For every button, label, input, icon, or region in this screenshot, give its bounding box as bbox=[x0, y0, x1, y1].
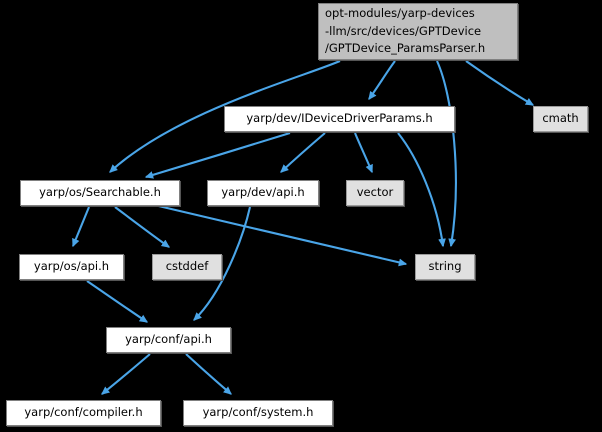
node-root-line-2: -llm/src/devices/GPTDevice bbox=[325, 23, 482, 38]
node-cmath-label: cmath bbox=[542, 111, 579, 126]
node-devapi-label: yarp/dev/api.h bbox=[221, 185, 305, 200]
node-system-label: yarp/conf/system.h bbox=[202, 405, 314, 420]
node-searchable[interactable]: yarp/os/Searchable.h bbox=[20, 180, 180, 206]
node-cmath[interactable]: cmath bbox=[533, 106, 588, 132]
edge-devapi-to-confapi bbox=[193, 206, 252, 321]
edge-confapi-to-system bbox=[185, 353, 232, 395]
edge-searchable-to-string bbox=[149, 202, 408, 267]
node-osapi-label: yarp/os/api.h bbox=[33, 259, 110, 274]
node-vector[interactable]: vector bbox=[346, 180, 404, 206]
edge-root-to-idevicedriverparams bbox=[368, 60, 396, 100]
node-compiler[interactable]: yarp/conf/compiler.h bbox=[6, 400, 161, 426]
node-idevicedriverparams[interactable]: yarp/dev/IDeviceDriverParams.h bbox=[224, 106, 455, 132]
node-cstddef-label: cstddef bbox=[165, 259, 209, 274]
node-idevicedriverparams-label: yarp/dev/IDeviceDriverParams.h bbox=[246, 111, 433, 126]
node-confapi-label: yarp/conf/api.h bbox=[125, 332, 212, 347]
node-cstddef[interactable]: cstddef bbox=[152, 254, 222, 280]
node-confapi[interactable]: yarp/conf/api.h bbox=[106, 327, 231, 353]
edge-idevicedriverparams-to-devapi bbox=[280, 132, 326, 173]
node-string-label: string bbox=[428, 259, 462, 274]
node-osapi[interactable]: yarp/os/api.h bbox=[19, 254, 124, 280]
node-string[interactable]: string bbox=[415, 254, 475, 280]
edge-root-to-cmath bbox=[465, 60, 535, 106]
node-compiler-label: yarp/conf/compiler.h bbox=[24, 405, 143, 420]
node-vector-label: vector bbox=[356, 185, 394, 200]
edge-confapi-to-compiler bbox=[101, 353, 151, 395]
edge-searchable-to-osapi bbox=[72, 206, 90, 248]
edge-searchable-to-cstddef bbox=[114, 206, 170, 248]
node-root-line-3: /GPTDevice_ParamsParser.h bbox=[325, 41, 486, 56]
node-searchable-label: yarp/os/Searchable.h bbox=[39, 185, 161, 200]
node-system[interactable]: yarp/conf/system.h bbox=[183, 400, 333, 426]
edge-root-to-string bbox=[436, 60, 457, 248]
node-devapi[interactable]: yarp/dev/api.h bbox=[207, 180, 319, 206]
edge-idevicedriverparams-to-vector bbox=[354, 132, 373, 174]
edge-osapi-to-confapi bbox=[86, 280, 148, 323]
node-root[interactable]: opt-modules/yarp-devices -llm/src/device… bbox=[318, 3, 518, 60]
edge-idevicedriverparams-to-searchable bbox=[144, 131, 291, 179]
edge-root-to-searchable bbox=[109, 60, 341, 173]
node-root-line-1: opt-modules/yarp-devices bbox=[325, 6, 475, 21]
edge-idevicedriverparams-to-string bbox=[397, 132, 446, 248]
